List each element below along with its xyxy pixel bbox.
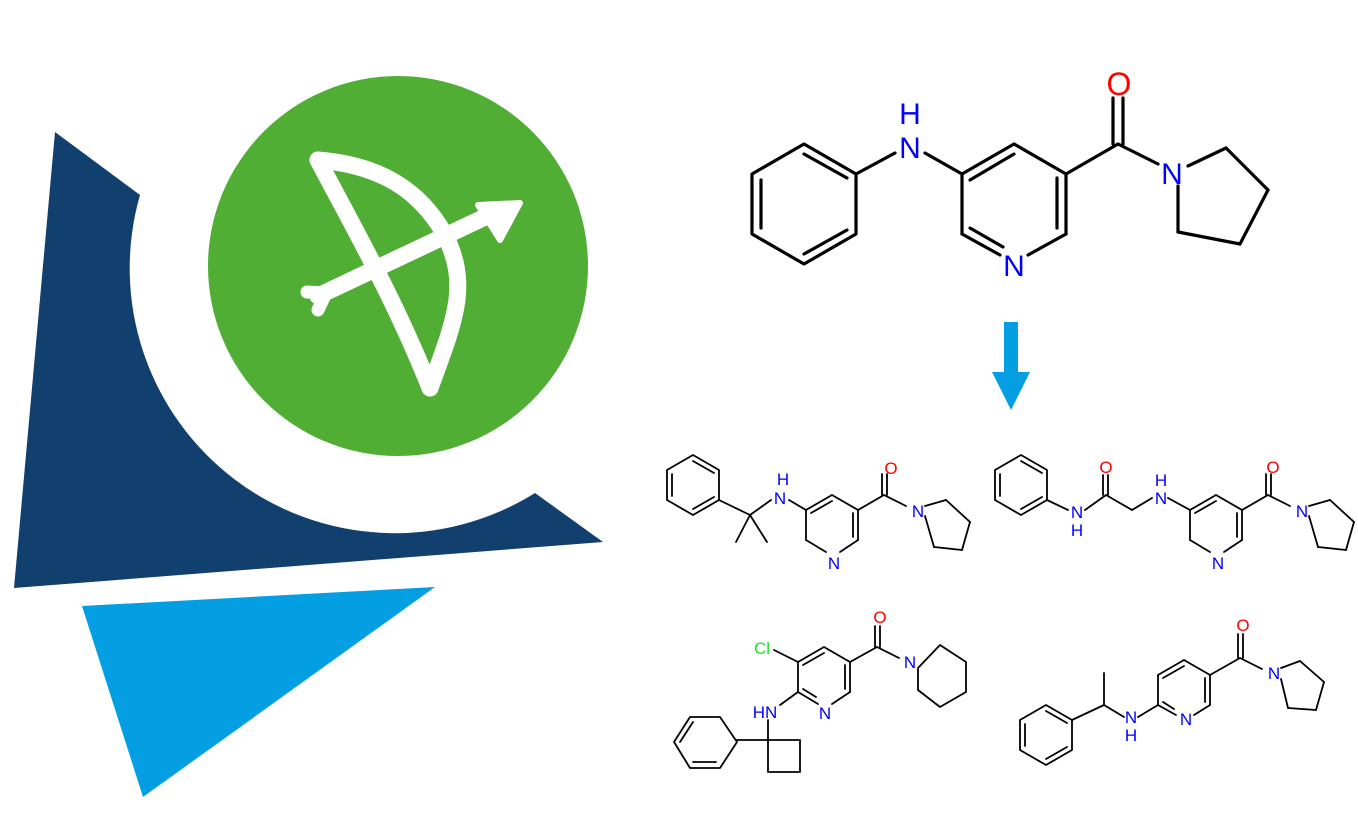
result-4-atom-n-amide: N [1268,664,1280,683]
query-atom-n-amide: N [1161,158,1183,191]
query-molecule: H N O N N [750,66,1270,283]
result-3-atom-hn: HN [753,703,778,722]
query-atom-n-ring: N [1003,250,1025,283]
query-atom-o: O [1107,66,1132,102]
result-2-atom-h-anilide: H [1071,521,1083,540]
result-1-atom-o: O [884,459,897,478]
result-molecule-1: H N O N N [666,454,971,573]
result-molecule-3: Cl O N HN N [673,608,967,773]
query-atom-h: H [899,98,921,131]
arrow-down-icon [992,322,1030,410]
result-3-atom-n-amide: N [904,653,916,672]
bow-and-arrow-icon [300,151,523,397]
result-3-atom-cl: Cl [754,639,770,658]
result-2-atom-o2: O [1266,458,1279,477]
result-1-atom-n-ring: N [828,554,840,573]
result-molecule-4: O N N H N [1019,616,1325,766]
query-atom-n: N [899,132,921,165]
result-2-atom-n-anilide: N [1071,503,1083,522]
result-1-atom-n-amide: N [912,502,924,521]
result-2-atom-n-ring: N [1212,554,1224,573]
result-molecule-2: O N H H N O N N [994,454,1355,573]
result-2-atom-o1: O [1099,458,1112,477]
logo-blue-triangle [82,587,435,797]
result-1-atom-h: H [777,470,789,489]
logo-navy-sail [14,132,603,588]
result-2-atom-h-amine: H [1155,471,1167,490]
result-2-atom-n-amide: N [1296,502,1308,521]
result-1-atom-n: N [774,489,786,508]
result-4-atom-n-ring: N [1180,710,1192,729]
logo [14,76,603,797]
result-3-atom-n-ring: N [819,704,831,723]
result-4-atom-o: O [1236,616,1249,635]
result-3-atom-o: O [873,608,886,627]
result-4-atom-n-amine: N [1125,708,1137,727]
result-4-atom-h-amine: H [1125,726,1137,745]
result-2-atom-n-amine: N [1155,489,1167,508]
